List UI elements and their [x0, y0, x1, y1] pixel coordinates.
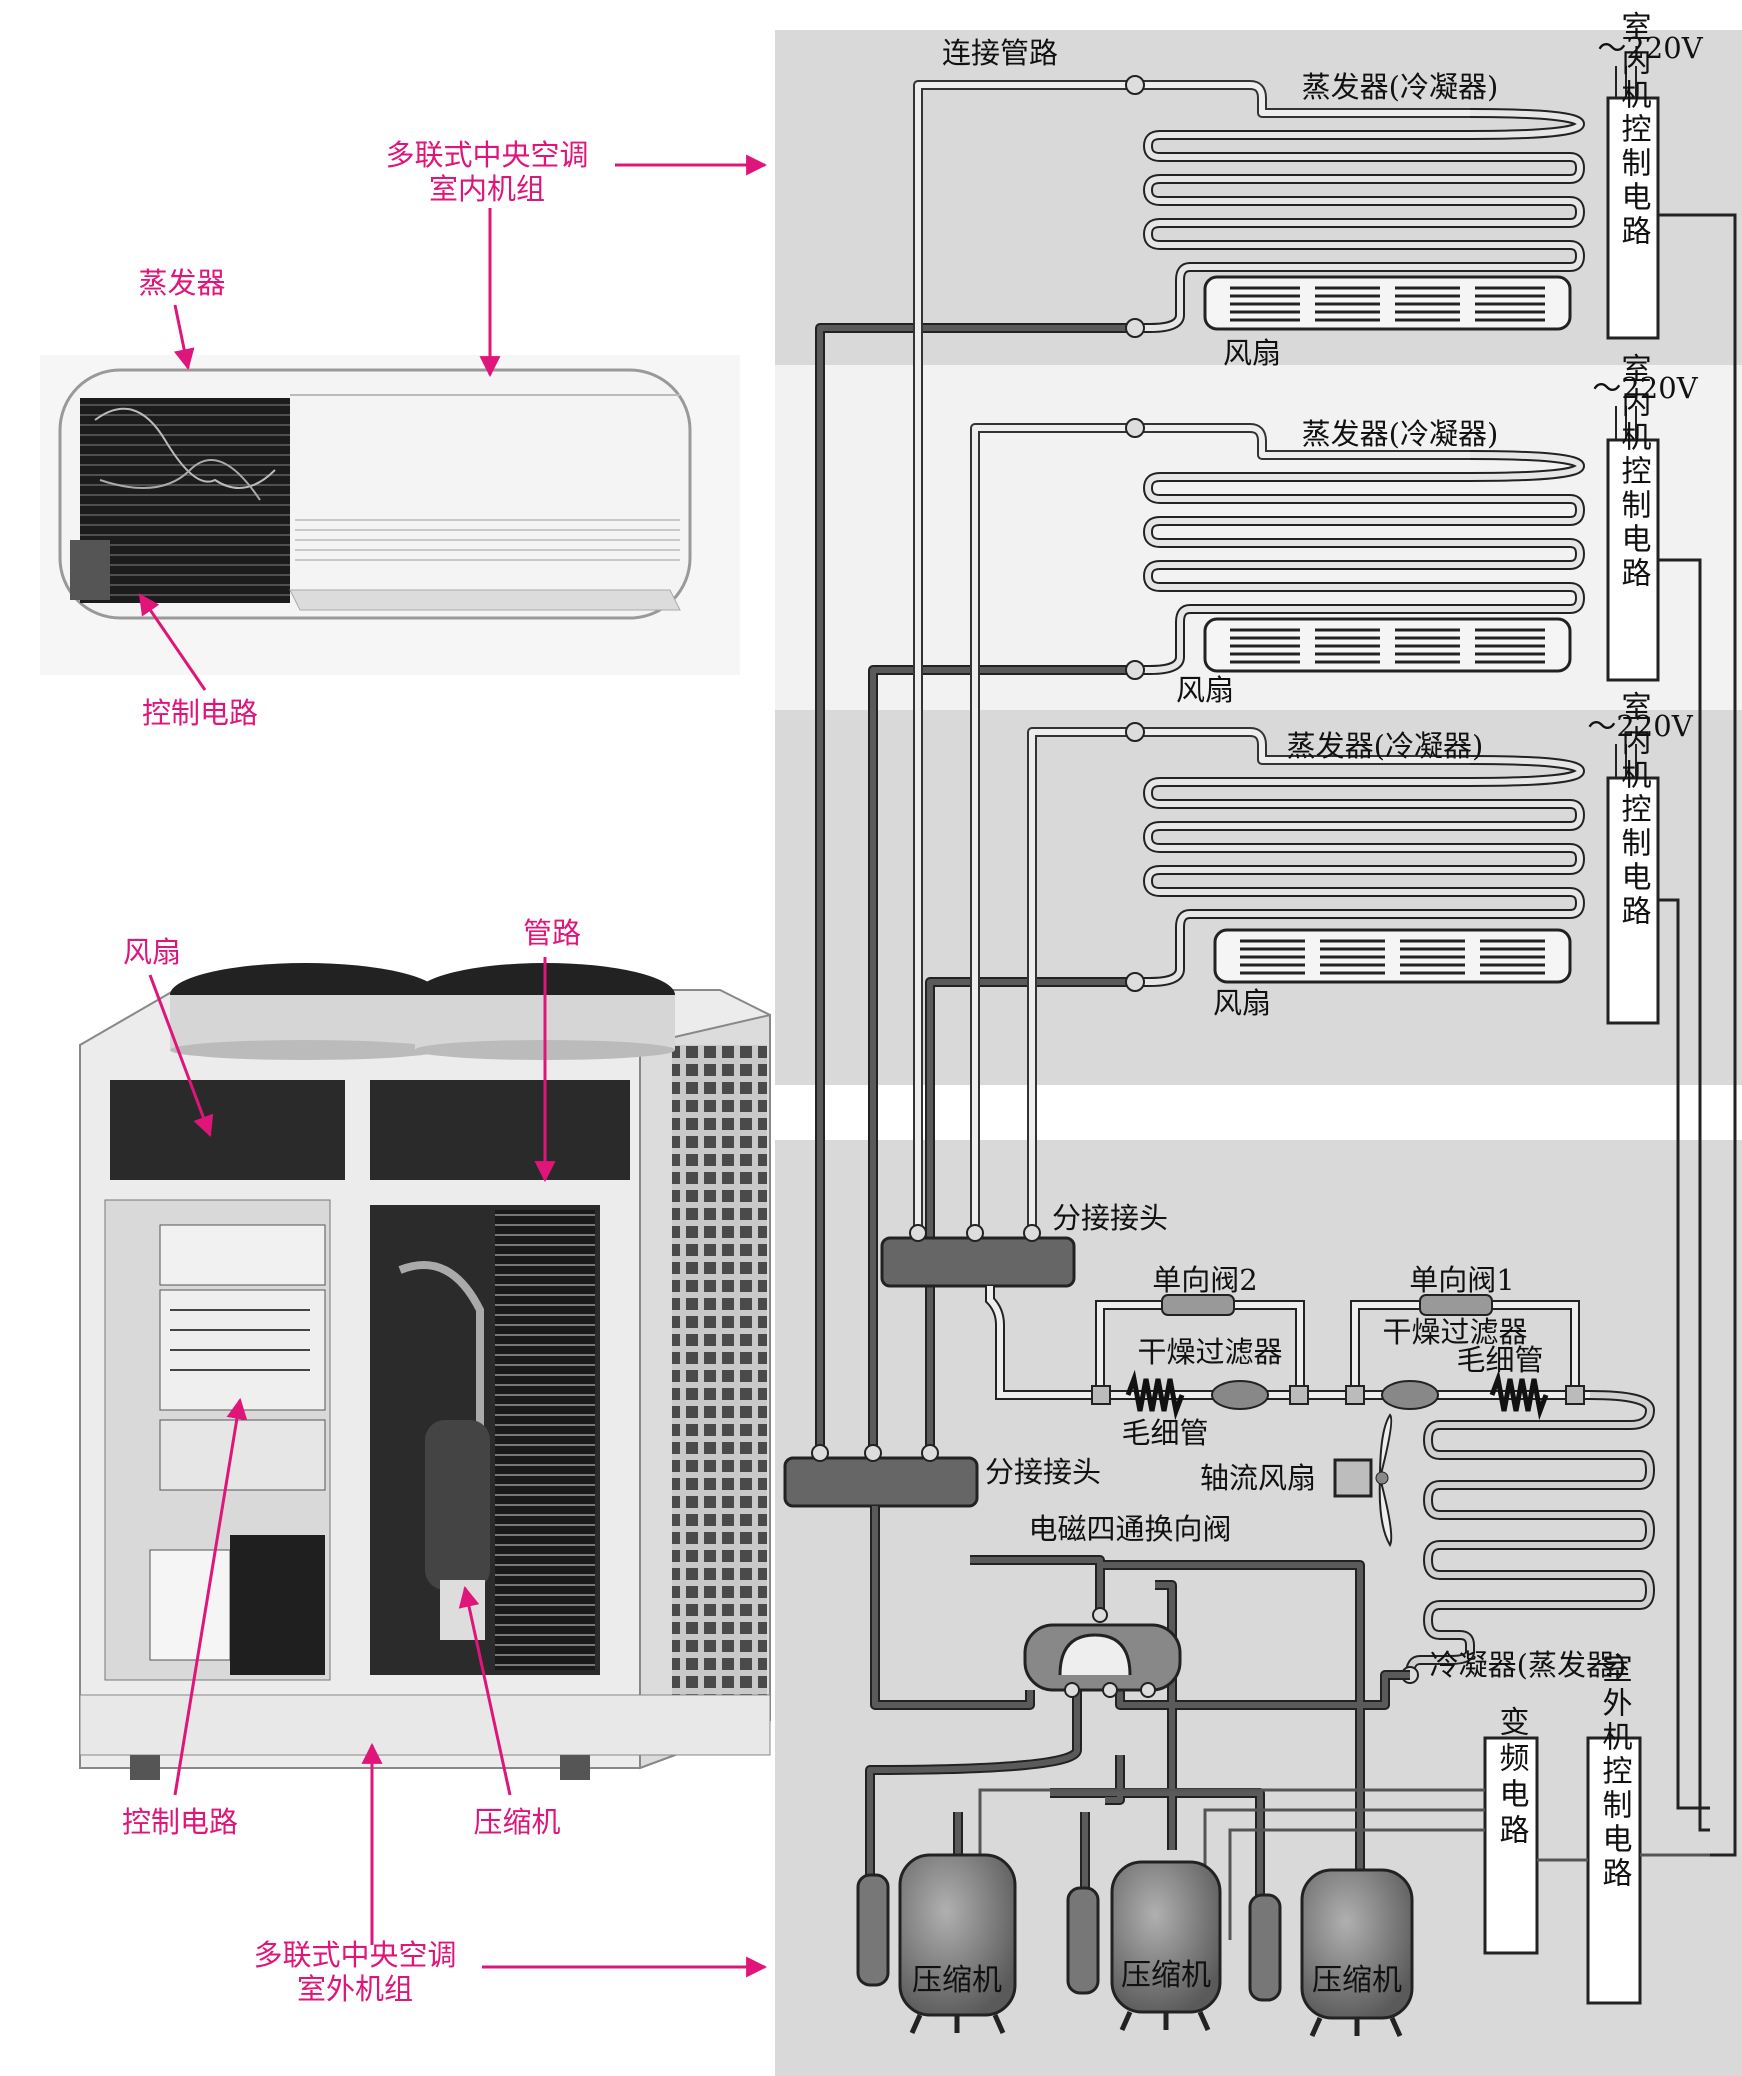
dryer-filter-1: 干燥过滤器	[1381, 1315, 1528, 1410]
lower-branch-joint-label: 分接接头	[985, 1455, 1101, 1489]
indoor-1-fan-label: 风扇	[1223, 336, 1281, 370]
indoor-3-evaporator-label: 蒸发器(冷凝器)	[1287, 729, 1484, 763]
indoor-1-control-box: 室内机控制电路	[1616, 11, 1652, 249]
svg-text:轴流风扇: 轴流风扇	[1200, 1461, 1316, 1495]
outdoor-condenser: 冷凝器(蒸发器)	[1401, 1390, 1655, 1684]
compressor-3: 压缩机	[1248, 1868, 1414, 2038]
four-way-valve: 电磁四通换向阀	[1023, 1512, 1232, 1698]
check-valve-2: 单向阀2	[1152, 1263, 1258, 1316]
check-valve-1: 单向阀1	[1409, 1263, 1515, 1316]
indoor-unit-1: 连接管路 蒸发器(冷凝器) 风扇 ～220V 室内机控制电路	[942, 11, 1704, 370]
label-outdoor-control: 控制电路	[122, 1805, 238, 1839]
indoor-1-power-label: ～220V	[1597, 31, 1703, 65]
svg-text:单向阀2: 单向阀2	[1152, 1263, 1257, 1297]
svg-text:室外机控制电路: 室外机控制电路	[1597, 1653, 1633, 1891]
indoor-unit-title: 多联式中央空调 室内机组	[385, 138, 588, 206]
capillary-2: 毛细管	[1121, 1369, 1209, 1450]
control-wiring	[1658, 213, 1737, 1857]
svg-text:冷凝器(蒸发器): 冷凝器(蒸发器)	[1430, 1648, 1627, 1682]
label-indoor-control: 控制电路	[142, 696, 258, 730]
outdoor-unit-photo	[79, 963, 771, 1780]
main-pipes	[815, 323, 1135, 1455]
label-piping: 管路	[523, 916, 581, 950]
label-connecting-pipe: 连接管路	[942, 36, 1058, 70]
upper-branch-joint: 分接接头	[880, 1201, 1168, 1288]
outdoor-control-arrow	[173, 1397, 248, 1796]
compressor-2: 压缩机	[1066, 1860, 1222, 2032]
outdoor-unit-title: 多联式中央空调 室外机组	[253, 1938, 456, 2006]
outdoor-control-box: 室外机控制电路	[1586, 1653, 1642, 2005]
label-outdoor-fan: 风扇	[123, 935, 181, 969]
indoor-fan-2	[1203, 617, 1572, 673]
svg-text:室内机组: 室内机组	[429, 172, 545, 206]
svg-text:干燥过滤器: 干燥过滤器	[1137, 1335, 1282, 1369]
svg-text:室外机组: 室外机组	[297, 1972, 413, 2006]
compressor-1: 压缩机	[856, 1853, 1017, 2035]
svg-text:干燥过滤器: 干燥过滤器	[1382, 1315, 1527, 1349]
svg-text:毛细管: 毛细管	[1121, 1416, 1208, 1450]
dryer-filter-2: 干燥过滤器	[1137, 1335, 1283, 1410]
inverter-box: 变频电路	[1483, 1706, 1539, 1955]
svg-text:压缩机: 压缩机	[1121, 1958, 1211, 1993]
upper-branch-joint-label: 分接接头	[1052, 1201, 1168, 1235]
svg-text:多联式中央空调: 多联式中央空调	[253, 1938, 456, 1972]
indoor-1-evaporator-label: 蒸发器(冷凝器)	[1302, 70, 1499, 104]
axial-fan: 轴流风扇	[1200, 1413, 1393, 1548]
svg-text:变频电路: 变频电路	[1494, 1706, 1529, 1850]
evaporator-arrow	[173, 304, 195, 371]
svg-text:压缩机: 压缩机	[1312, 1963, 1402, 1998]
indoor-unit-2: 蒸发器(冷凝器) 风扇 ～220V 室内机控制电路	[1125, 353, 1699, 707]
indoor-unit-photo	[40, 355, 740, 675]
indoor-control-arrow	[138, 593, 207, 691]
indoor-2-evaporator-label: 蒸发器(冷凝器)	[1302, 417, 1499, 451]
indoor-fan-1	[1203, 275, 1572, 331]
indoor-3-control-box: 室内机控制电路	[1616, 691, 1652, 929]
indoor-2-power-label: ～220V	[1592, 371, 1698, 405]
capillary-1: 毛细管	[1456, 1343, 1549, 1421]
label-compressor: 压缩机	[473, 1805, 560, 1839]
connecting-pipes	[913, 80, 1470, 1230]
indoor-unit-3: 蒸发器(冷凝器) 风扇 ～220V 室内机控制电路	[1125, 691, 1694, 1025]
indoor-fan-3	[1213, 928, 1572, 984]
svg-text:单向阀1: 单向阀1	[1409, 1263, 1514, 1297]
indoor-3-fan-label: 风扇	[1213, 986, 1271, 1020]
indoor-2-control-box: 室内机控制电路	[1616, 353, 1652, 591]
outdoor-fan-arrow	[148, 974, 214, 1137]
svg-text:压缩机: 压缩机	[912, 1963, 1002, 1998]
lower-branch-joint: 分接接头	[783, 1444, 1101, 1508]
svg-text:电磁四通换向阀: 电磁四通换向阀	[1028, 1512, 1231, 1546]
compressor-arrow	[458, 1585, 512, 1796]
indoor-2-fan-label: 风扇	[1176, 673, 1234, 707]
indoor-3-power-label: ～220V	[1587, 709, 1693, 743]
svg-text:毛细管: 毛细管	[1456, 1343, 1543, 1377]
label-evaporator: 蒸发器	[138, 266, 225, 300]
svg-text:多联式中央空调: 多联式中央空调	[385, 138, 588, 172]
